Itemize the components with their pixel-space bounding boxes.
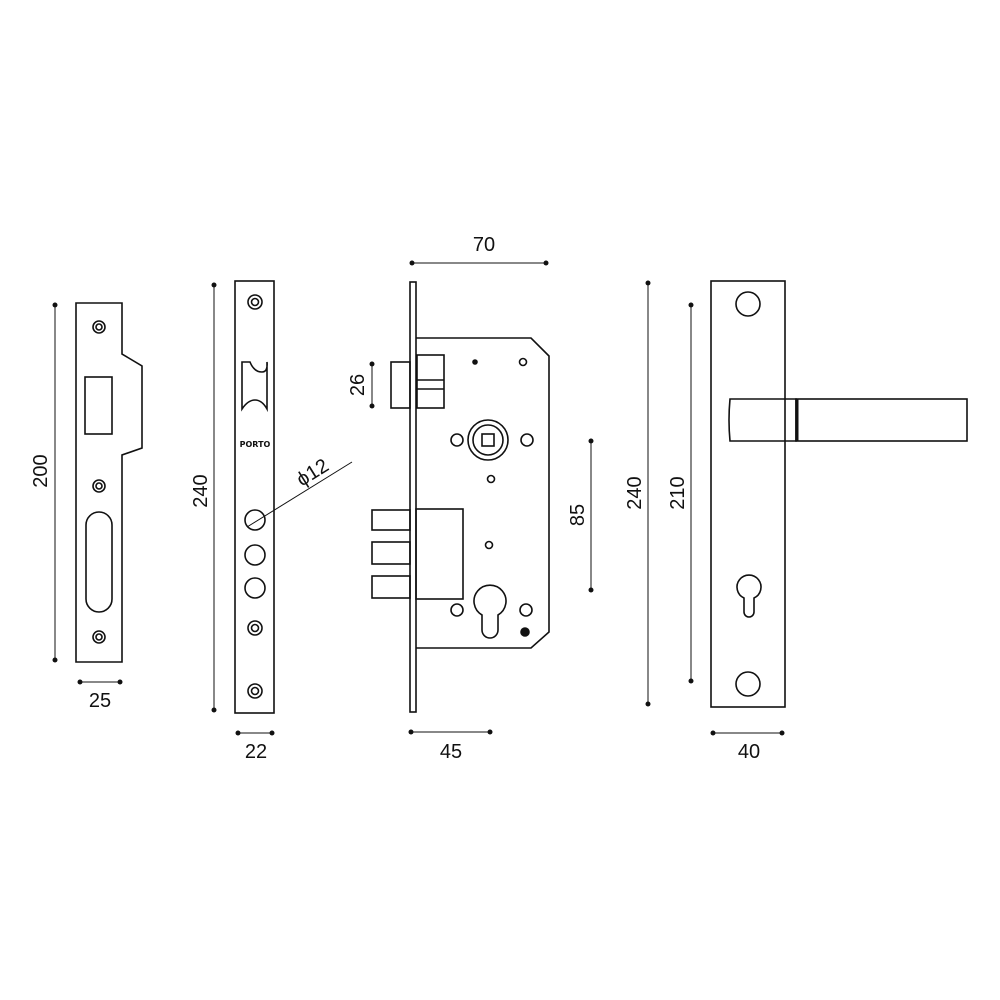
faceplate	[234, 280, 353, 714]
plate-height-label: 240	[624, 476, 646, 509]
faceplate-width-label: 22	[245, 741, 267, 763]
hole-spacing-label: 210	[667, 476, 689, 509]
hole-diameter-label: ϕ12	[293, 455, 333, 491]
backset-label: 70	[473, 234, 495, 256]
center-distance-label: 85	[567, 504, 589, 526]
brand-logo: PORTO	[240, 440, 271, 449]
depth-label: 45	[440, 741, 462, 763]
strike-width-label: 25	[89, 690, 111, 712]
handle-plate-width-label: 40	[738, 741, 760, 763]
latch-height-label: 26	[347, 374, 369, 396]
lock-body	[371, 281, 550, 713]
handle-plate	[710, 280, 968, 708]
strike-height-label: 200	[30, 454, 52, 487]
faceplate-height-label: 240	[190, 474, 212, 507]
strike-plate	[75, 302, 143, 663]
